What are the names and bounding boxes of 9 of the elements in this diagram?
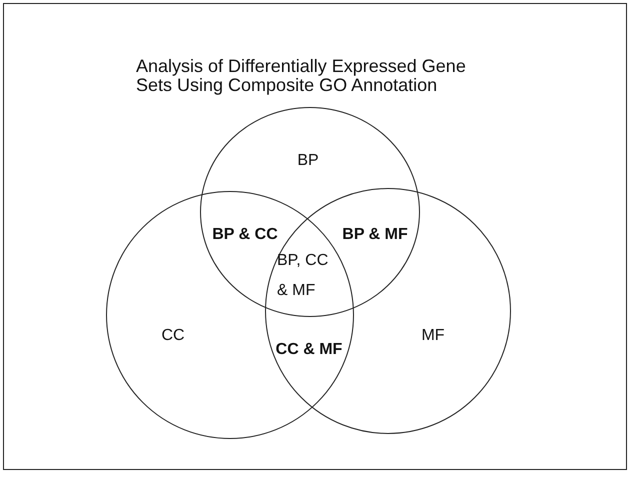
overlap-label: CC & MF [276,341,342,359]
overlap-label: BP & MF [342,226,408,244]
overlap-label: BP & CC [212,226,278,244]
set-label: BP [297,152,319,170]
set-circle [200,107,420,317]
set-label: CC [161,327,185,345]
set-label: MF [421,327,445,345]
overlap-label: BP, CC & MF [277,251,330,301]
diagram-title: Analysis of Differentially Expressed Gene Sets Using Composite GO Annotation [136,57,467,95]
